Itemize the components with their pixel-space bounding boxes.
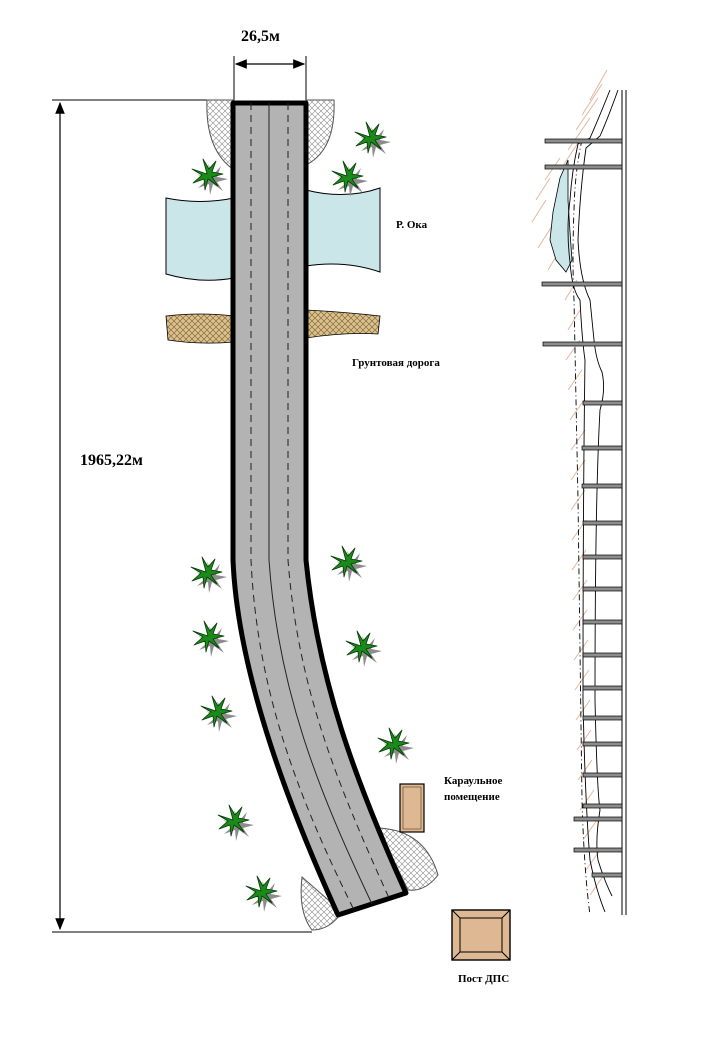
bridge-road [230, 100, 409, 918]
palm-tree-icon [354, 121, 392, 159]
dirt-road-label: Грунтовая дорога [352, 357, 440, 369]
guardhouse-building-icon [399, 783, 425, 833]
river-label: Р. Ока [396, 219, 428, 231]
palm-tree-icon [192, 620, 230, 658]
guardhouse-label: Караульное помещение [444, 773, 502, 805]
police-post-building-icon [451, 909, 511, 961]
palm-tree-icon [190, 556, 228, 594]
width-dimension [233, 56, 307, 100]
palm-tree-icon [217, 804, 255, 842]
width-dimension-label: 26,5м [241, 28, 280, 45]
bridge-abutments [206, 99, 439, 931]
longitudinal-profile [531, 69, 627, 916]
guardhouse-label-line2: помещение [444, 791, 500, 803]
river-oka [165, 187, 381, 281]
palm-tree-icon [331, 160, 369, 198]
palm-tree-icon [245, 875, 283, 913]
palm-tree-icon [191, 158, 229, 196]
length-dimension [52, 99, 312, 933]
palm-tree-icon [200, 695, 238, 733]
police-post-label: Пост ДПС [458, 973, 510, 985]
palm-tree-icon [377, 727, 415, 765]
length-dimension-label: 1965,22м [80, 452, 143, 469]
palm-tree-icon [330, 545, 368, 583]
palm-tree-icon [345, 630, 383, 668]
guardhouse-label-line1: Караульное [444, 775, 503, 787]
